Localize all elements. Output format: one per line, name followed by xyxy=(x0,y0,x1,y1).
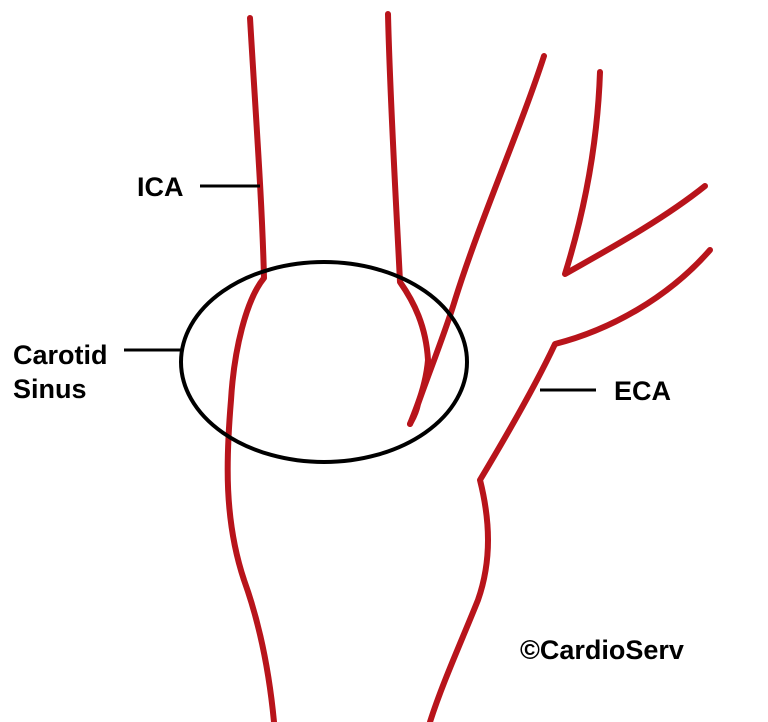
copyright-label: ©CardioServ xyxy=(520,635,684,665)
carotid-sinus-label: Carotid Sinus xyxy=(13,338,108,406)
eca-lower-branch xyxy=(427,247,713,722)
ica-right-wall xyxy=(385,11,431,427)
eca-label: ECA xyxy=(614,376,672,406)
ica-left-wall xyxy=(224,15,277,722)
eca-upper-branch xyxy=(407,53,547,427)
ica-label: ICA xyxy=(137,172,184,202)
eca-outer-wall xyxy=(562,69,708,277)
carotid-sinus-ellipse xyxy=(179,260,469,464)
carotid-sinus-label-line2: Sinus xyxy=(13,374,87,404)
carotid-sinus-label-line1: Carotid xyxy=(13,340,108,370)
